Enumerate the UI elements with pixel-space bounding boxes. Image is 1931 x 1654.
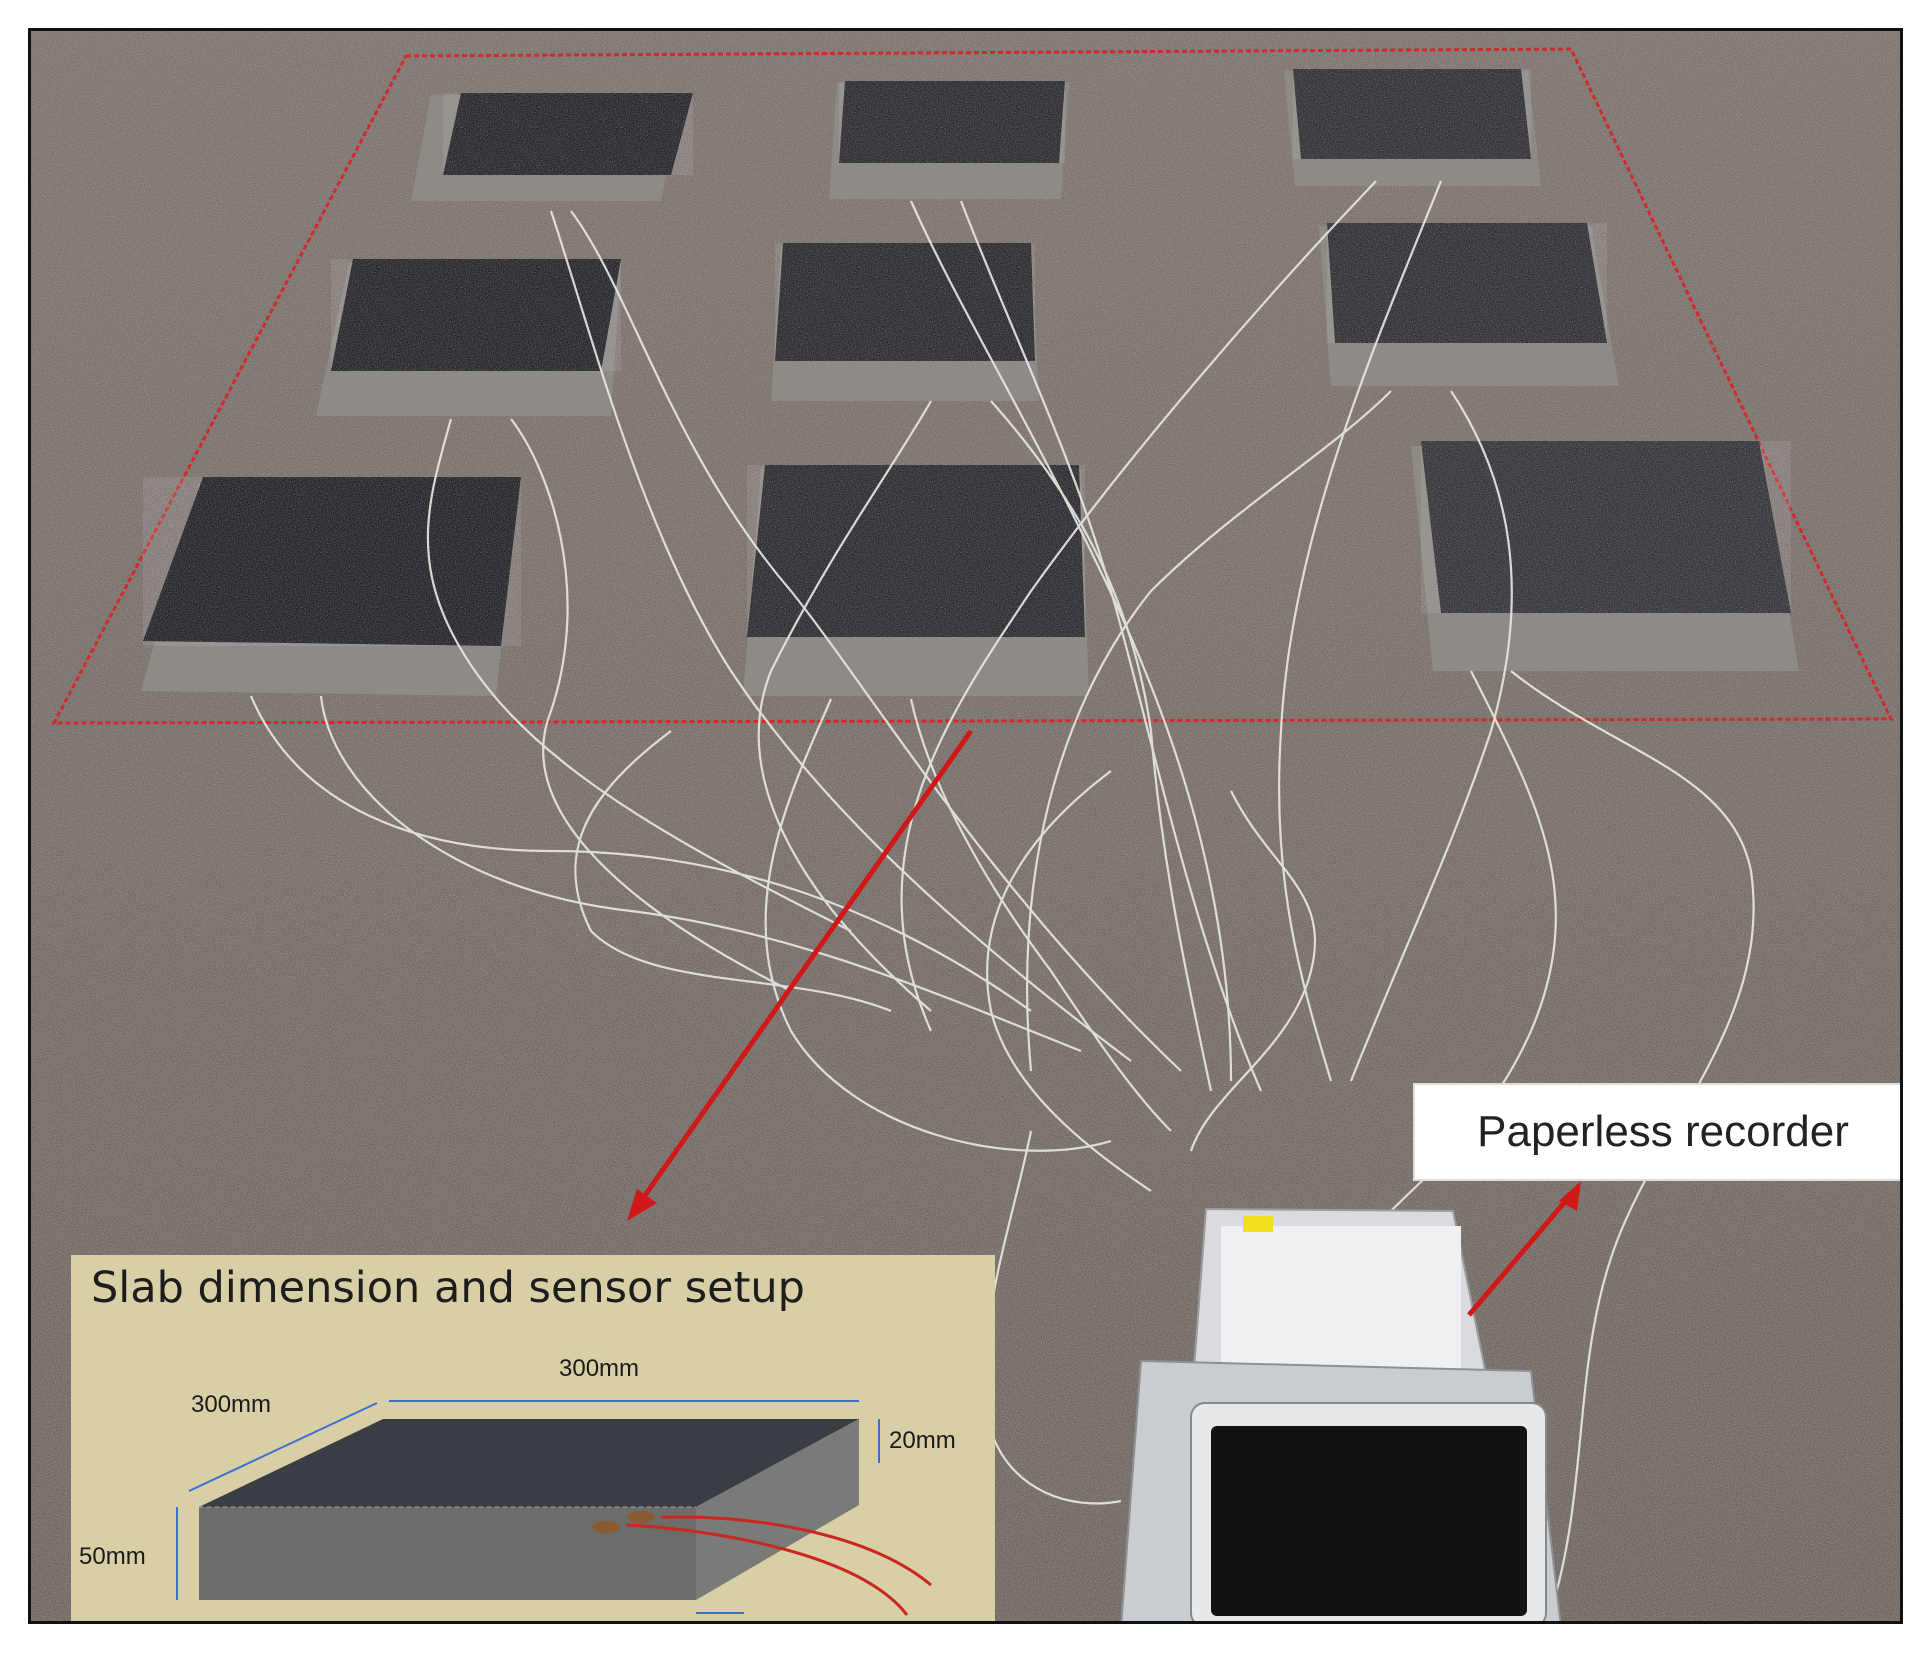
slab-tray [743, 465, 1089, 696]
dimension-label-offset: 50mm [687, 1617, 754, 1621]
sensor-cable [660, 1515, 932, 1587]
slab-tray [771, 243, 1039, 401]
slab-tray [1411, 441, 1799, 671]
dim-line-width [188, 1402, 378, 1492]
test-area-boundary [51, 47, 1894, 725]
slab-tray [1284, 69, 1541, 186]
dimension-label-width: 300mm [191, 1391, 272, 1418]
slab-row-2 [316, 223, 1619, 416]
recorder-arrow [1467, 1195, 1571, 1317]
dimension-label-thickness: 50mm [79, 1543, 146, 1570]
slab-front-face [199, 1507, 696, 1600]
slab-side-face [696, 1419, 859, 1600]
slab-tray [411, 93, 693, 201]
slab-3d-diagram [176, 1400, 932, 1616]
slab-tray [829, 81, 1069, 199]
slab-diagram-inset: Slab dimension and sensor setup 300mm 30… [71, 1255, 995, 1621]
sensor-probe [627, 1511, 655, 1523]
photo-frame: Paperless recorder Slab dimension and se… [28, 28, 1903, 1624]
inset-arrow [638, 729, 974, 1203]
sensor-probe [592, 1521, 620, 1533]
slab-row-3 [141, 441, 1799, 696]
field-photo [31, 31, 1900, 1621]
callout-label: Paperless recorder [1477, 1107, 1849, 1156]
dimension-label-length: 300mm [559, 1355, 640, 1382]
inset-title: Slab dimension and sensor setup [91, 1263, 805, 1313]
sensor-cable [625, 1523, 909, 1616]
slab-top-face [199, 1419, 859, 1507]
slab-row-1 [411, 69, 1541, 201]
pointer-arrows [627, 729, 1581, 1317]
paperless-recorder-device [1120, 1207, 1562, 1621]
sensor-wires [249, 180, 1755, 1612]
dimension-label-surface: 20mm [889, 1427, 956, 1454]
slab-tray [316, 259, 621, 416]
recorder-callout: Paperless recorder [1413, 1083, 1900, 1181]
slab-tray [141, 477, 521, 696]
slab-tray [1319, 223, 1619, 386]
